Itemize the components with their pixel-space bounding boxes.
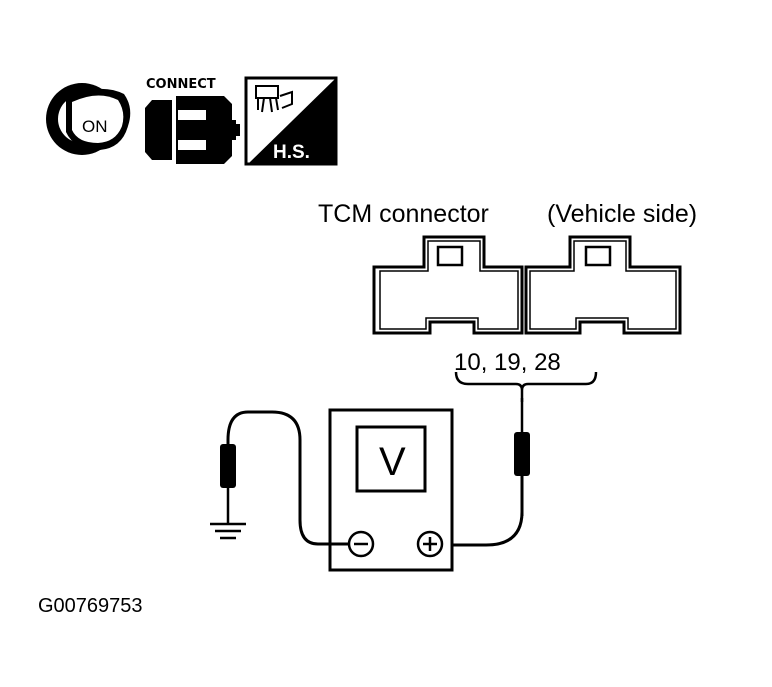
ignition-on-label: ON (82, 117, 108, 136)
connector-connect-icon: CONNECT (145, 77, 240, 164)
voltmeter-display (355, 425, 427, 493)
connector-title: TCM connector (318, 200, 489, 228)
terminal-numbers: 10, 19, 28 (454, 349, 561, 376)
negative-probe (220, 444, 236, 518)
ground-icon (210, 518, 246, 540)
connect-label: CONNECT (146, 77, 216, 92)
ignition-key-on-icon: ON (46, 83, 131, 155)
positive-probe (514, 398, 530, 516)
harness-side-icon: H.S. (244, 76, 338, 166)
voltmeter-display-label: V (379, 440, 406, 484)
positive-lead-wire (452, 511, 524, 547)
tcm-connector (372, 235, 682, 335)
connector-side-label: (Vehicle side) (547, 200, 697, 228)
voltmeter: V (328, 408, 454, 572)
negative-lead-wire (226, 410, 349, 546)
hs-label: H.S. (273, 142, 310, 163)
figure-id: G00769753 (38, 595, 143, 617)
